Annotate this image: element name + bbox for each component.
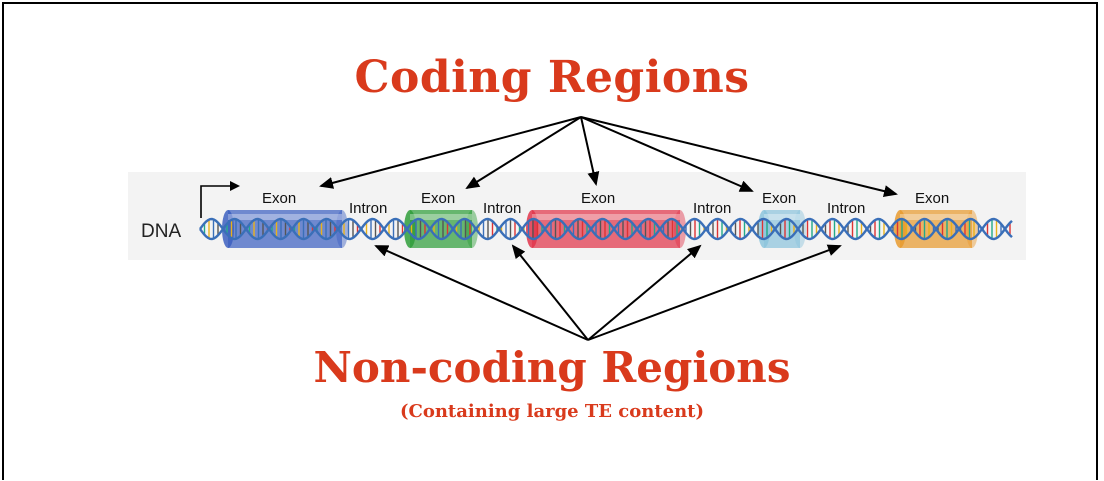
noncoding-arrow-2	[511, 244, 589, 341]
helix-strand-2	[199, 217, 1013, 241]
coding-arrow-1	[319, 116, 582, 189]
intron-label-3: Intron	[693, 200, 731, 217]
exon-cylinder-2	[404, 210, 478, 248]
coding-arrow-5	[580, 116, 898, 197]
intron-label-1: Intron	[349, 200, 387, 217]
coding-arrow-4	[580, 116, 754, 192]
noncoding-subtitle: (Containing large TE content)	[399, 401, 705, 422]
coding-arrows	[319, 116, 898, 197]
coding-arrow-3	[580, 116, 600, 186]
noncoding-regions-title: Non-coding Regions	[313, 343, 791, 392]
intron-label-4: Intron	[827, 200, 865, 217]
noncoding-arrow-1	[374, 245, 589, 341]
intron-label-2: Intron	[483, 200, 521, 217]
noncoding-arrow-4	[587, 244, 842, 341]
exon-label-2: Exon	[421, 190, 455, 207]
dna-helix	[199, 217, 1013, 241]
exon-label-4: Exon	[762, 190, 796, 207]
coding-regions-title: Coding Regions	[354, 52, 750, 103]
exon-label-3: Exon	[581, 190, 615, 207]
helix-strand-1	[199, 217, 1013, 241]
exon-label-5: Exon	[915, 190, 949, 207]
exon-label-1: Exon	[262, 190, 296, 207]
exon-cylinder-3	[526, 210, 686, 248]
transcription-start-arrow	[200, 181, 240, 218]
coding-arrow-2	[465, 116, 582, 190]
noncoding-arrows	[374, 244, 842, 341]
noncoding-arrow-3	[587, 244, 702, 341]
dna-label: DNA	[141, 221, 181, 242]
